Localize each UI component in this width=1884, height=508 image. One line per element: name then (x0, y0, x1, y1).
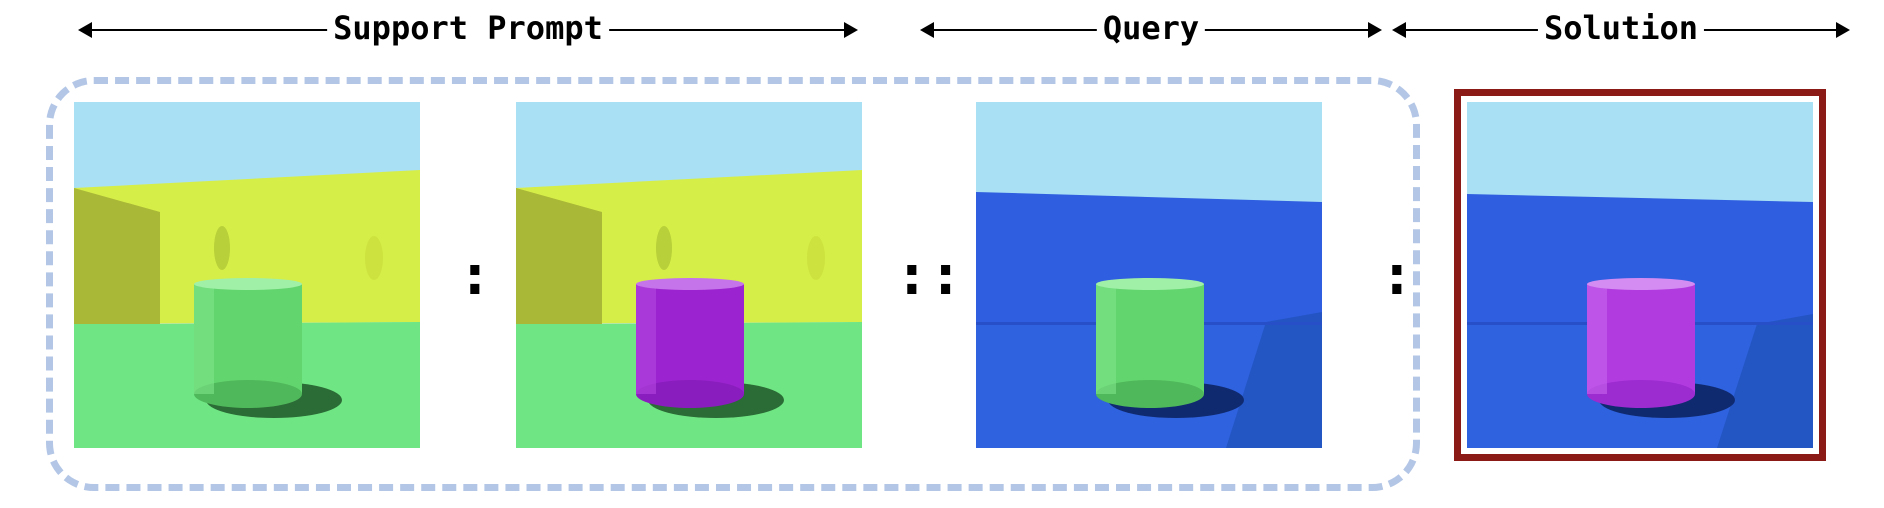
query-header: Query (920, 8, 1382, 48)
support-prompt-header: Support Prompt (78, 8, 858, 48)
left-arrowhead-icon (1392, 22, 1406, 38)
ratio-separator-1: : (458, 243, 492, 308)
support-prompt-label: Support Prompt (327, 8, 609, 48)
solution-header: Solution (1392, 8, 1850, 48)
left-arrowhead-icon (78, 22, 92, 38)
left-arrowhead-icon (920, 22, 934, 38)
right-arrowhead-icon (844, 22, 858, 38)
right-arrowhead-icon (1836, 22, 1850, 38)
ratio-separator-2: : (1380, 243, 1414, 308)
prompt-query-group-box (46, 77, 1420, 491)
analogy-separator: :: (895, 243, 963, 308)
query-image (976, 102, 1322, 448)
right-arrowhead-icon (1368, 22, 1382, 38)
support-image-2 (516, 102, 862, 448)
query-label: Query (1096, 8, 1206, 48)
support-image-1 (74, 102, 420, 448)
solution-image (1467, 102, 1813, 448)
solution-label: Solution (1537, 8, 1705, 48)
